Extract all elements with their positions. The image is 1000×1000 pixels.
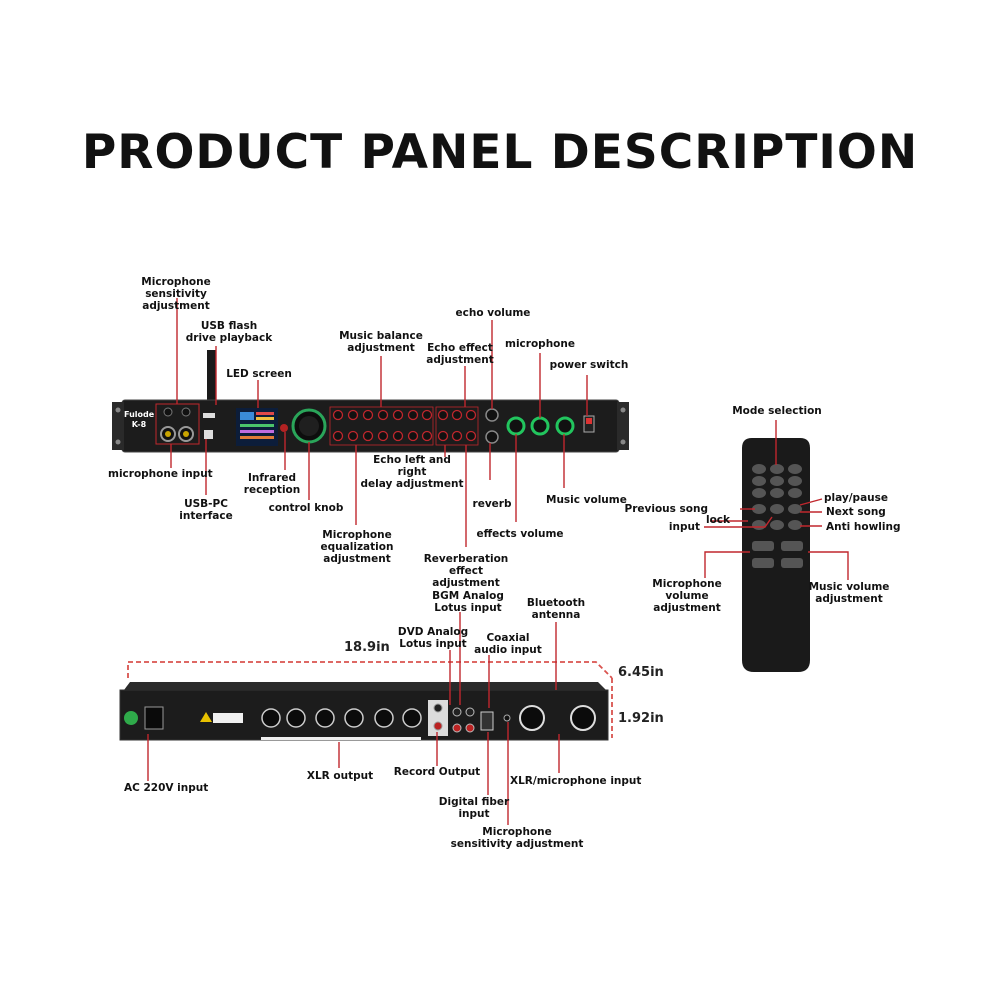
label-led-screen: LED screen — [226, 368, 292, 380]
label-mic-eq: Microphone equalization adjustment — [320, 529, 394, 565]
label-music-balance: Music balance adjustment — [339, 330, 423, 354]
front-panel — [112, 350, 629, 453]
label-dvd-analog: DVD Analog Lotus input — [397, 626, 469, 650]
label-power-switch: power switch — [549, 359, 629, 371]
dimension-guides — [127, 661, 613, 738]
label-play-pause: play/pause — [824, 492, 889, 504]
rear-panel — [119, 682, 609, 741]
label-infrared: Infrared reception — [243, 472, 301, 496]
label-reverb-effect: Reverberation effect adjustment — [423, 553, 509, 589]
brand-name: Fulode — [124, 410, 155, 419]
label-control-knob: control knob — [268, 502, 344, 514]
dimension-depth: 6.45in — [618, 665, 664, 680]
model-name: K-8 — [131, 420, 147, 429]
label-usb-flash: USB flash drive playback — [185, 320, 273, 344]
label-echo-delay: Echo left and right delay adjustment — [360, 454, 464, 490]
dimension-width: 18.9in — [344, 640, 390, 655]
label-remote-music-volume: Music volume adjustment — [808, 581, 890, 605]
page-title: PRODUCT PANEL DESCRIPTION — [81, 125, 919, 180]
label-remote-mic-volume: Microphone volume adjustment — [652, 578, 722, 614]
label-usb-pc: USB-PC interface — [179, 498, 233, 522]
label-bluetooth: Bluetooth antenna — [526, 597, 586, 621]
brand-logo: Fulode K-8 — [124, 410, 154, 430]
label-rear-mic-sensitivity: Microphone sensitivity adjustment — [450, 826, 584, 850]
label-xlr-mic-input: XLR/microphone input — [510, 775, 642, 787]
label-xlr-output: XLR output — [306, 770, 374, 782]
label-lock: lock — [705, 514, 730, 526]
label-mode-selection: Mode selection — [732, 405, 822, 417]
label-input: input — [668, 521, 700, 533]
label-ac-input: AC 220V input — [124, 782, 209, 794]
dimension-height: 1.92in — [618, 711, 664, 726]
remote-control — [742, 438, 810, 672]
label-echo-effect: Echo effect adjustment — [426, 342, 494, 366]
label-echo-volume: echo volume — [455, 307, 531, 319]
label-coaxial: Coaxial audio input — [474, 632, 542, 656]
label-reverb: reverb — [472, 498, 512, 510]
label-music-volume: Music volume — [546, 494, 627, 506]
label-mic-sensitivity: Microphone sensitivity adjustment — [141, 276, 211, 312]
label-next-song: Next song — [826, 506, 886, 518]
label-record-output: Record Output — [393, 766, 481, 778]
front-antenna — [207, 350, 216, 405]
label-digital-fiber: Digital fiber input — [438, 796, 510, 820]
label-microphone: microphone — [505, 338, 575, 350]
label-effects-volume: effects volume — [476, 528, 564, 540]
label-bgm-analog: BGM Analog Lotus input — [432, 590, 504, 614]
label-anti-howling: Anti howling — [826, 521, 901, 533]
label-microphone-input: microphone input — [108, 468, 213, 480]
label-previous-song: Previous song — [624, 503, 709, 515]
